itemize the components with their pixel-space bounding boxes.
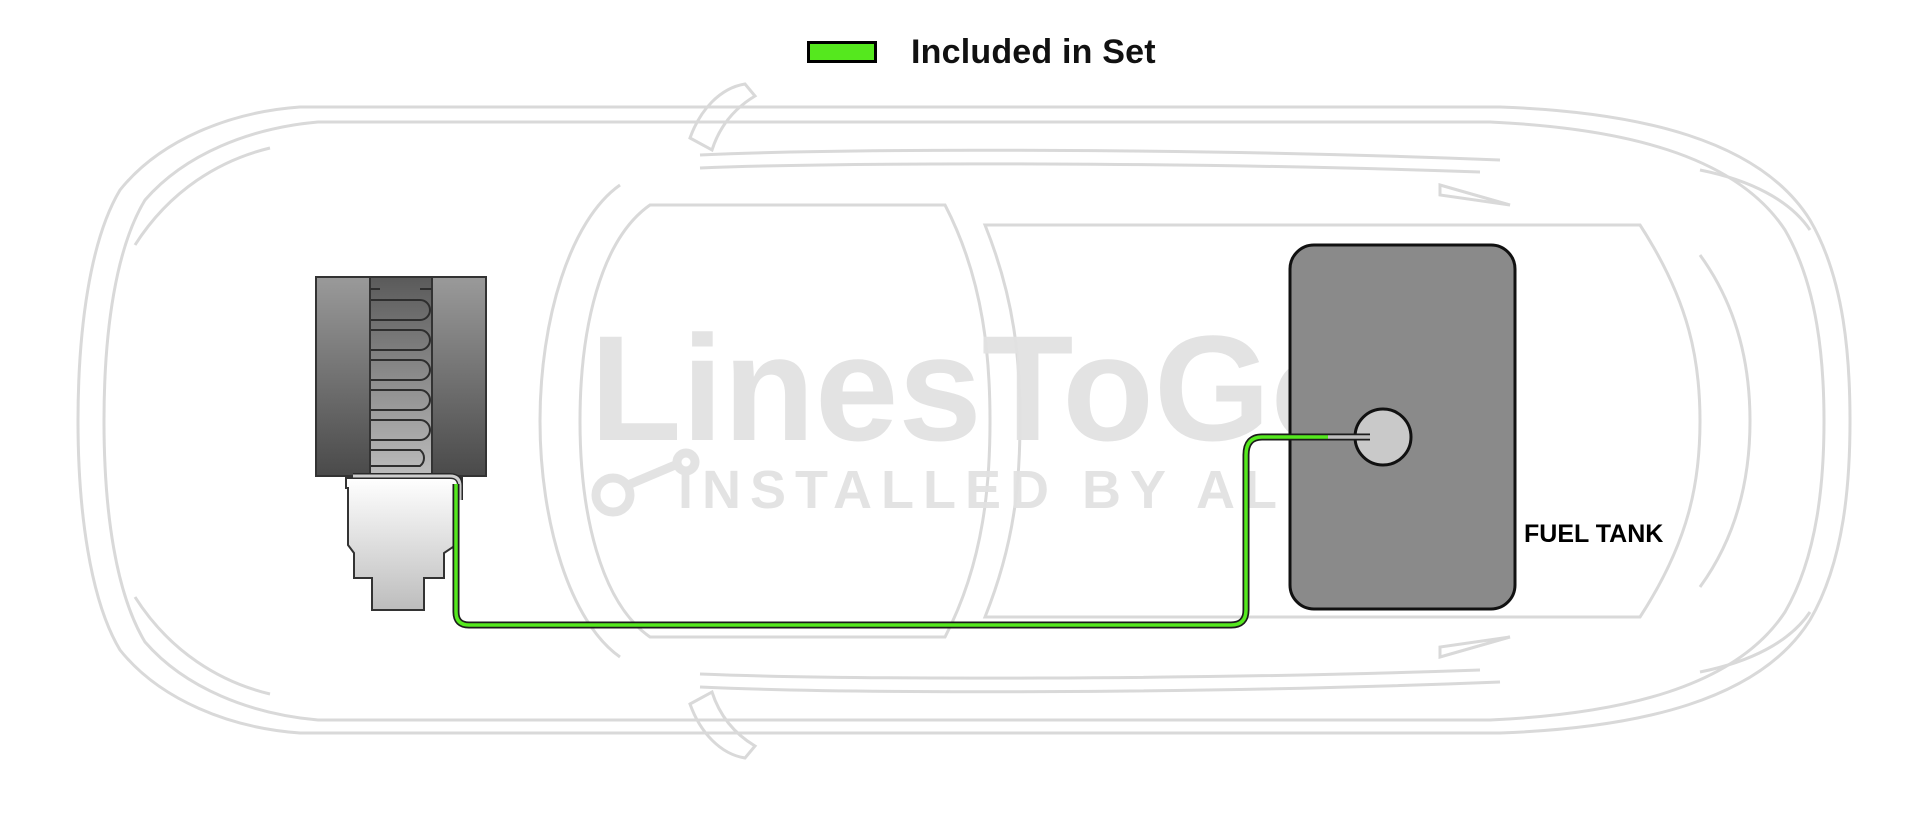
fuel-tank [1288,243,1517,611]
watermark-brand: LinesToGo [590,304,1362,472]
fuel-tank-label: FUEL TANK [1524,520,1664,548]
car-outline [76,82,1852,760]
legend-swatch [807,41,877,63]
watermark: LinesToGo INSTALLED BY ALL [590,304,1362,520]
legend-label: Included in Set [911,32,1156,71]
watermark-tagline: INSTALLED BY ALL [678,460,1328,520]
transmission [345,477,463,611]
legend: Included in Set [807,30,1156,74]
wrench-icon [591,448,700,517]
engine-block [315,276,487,477]
